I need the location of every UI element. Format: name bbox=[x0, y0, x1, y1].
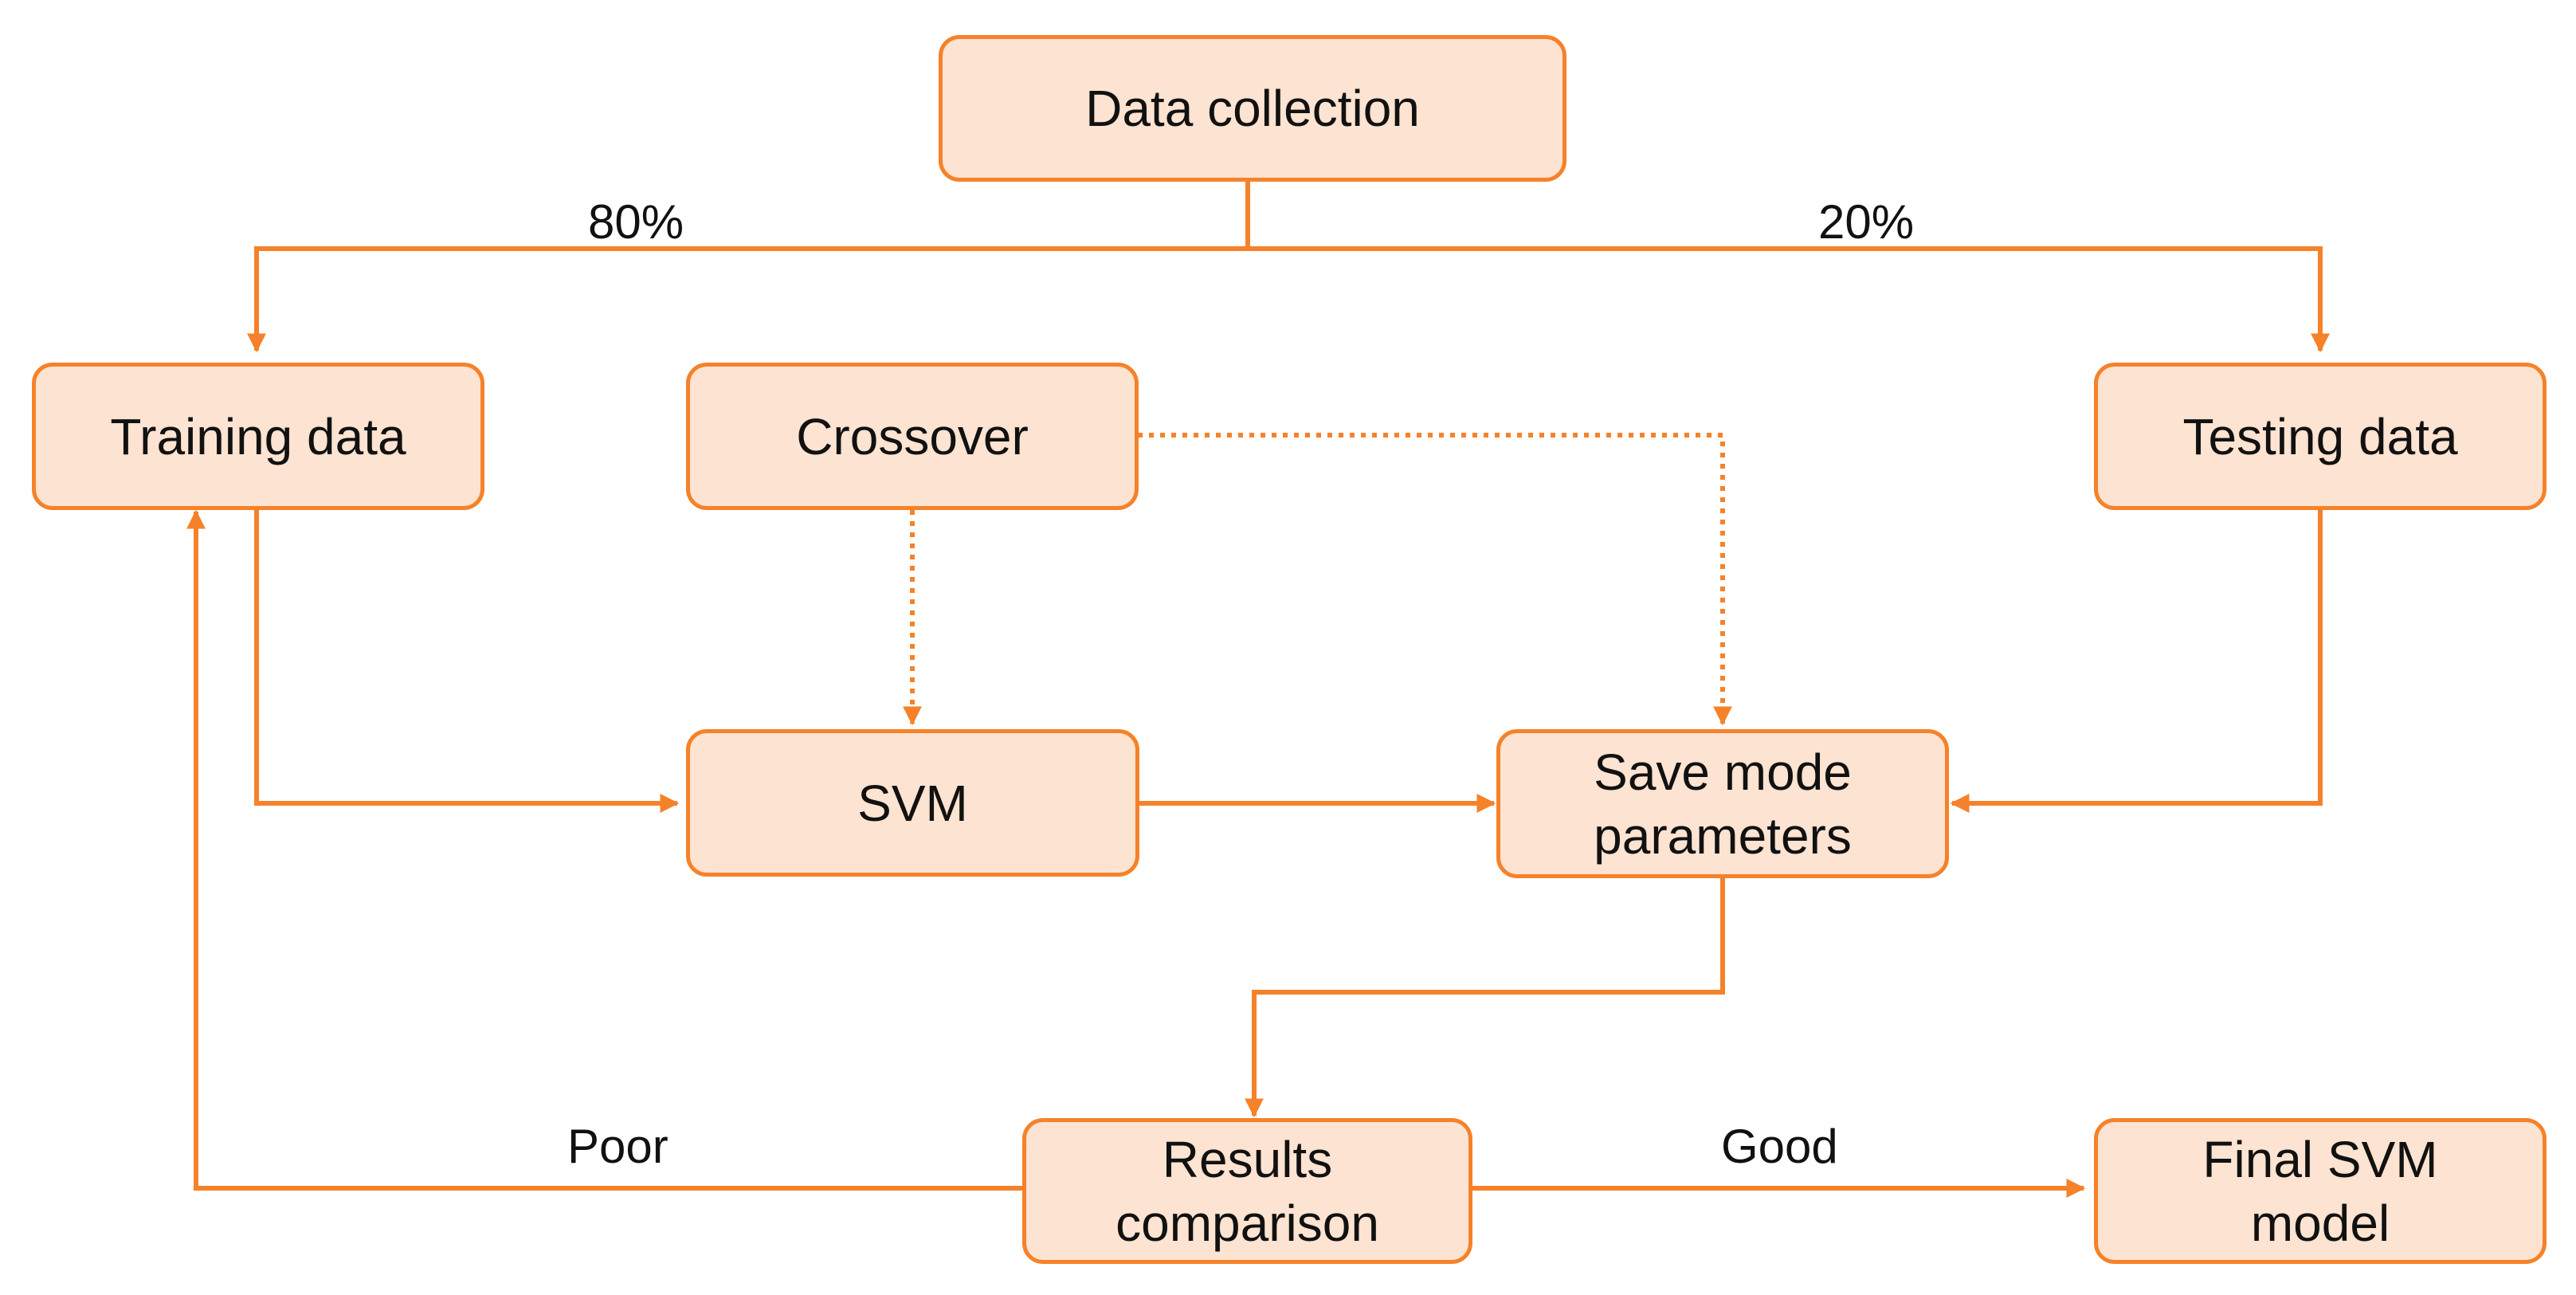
node-label: Final SVM model bbox=[2202, 1130, 2438, 1252]
arrow-collection-to-testing bbox=[1248, 246, 2330, 353]
node-label: Save mode parameters bbox=[1594, 743, 1852, 865]
edge-label-good: Good bbox=[1721, 1120, 1838, 1173]
node-data-collection: Data collection bbox=[939, 35, 1566, 182]
node-svm: SVM bbox=[686, 729, 1139, 877]
edge-label-20-percent: 20% bbox=[1818, 195, 1915, 249]
node-label: Crossover bbox=[796, 407, 1029, 465]
node-training-data: Training data bbox=[32, 363, 484, 510]
node-label: Training data bbox=[110, 407, 406, 465]
node-save-parameters: Save mode parameters bbox=[1496, 729, 1949, 878]
dotted-arrow-crossover-to-save bbox=[1138, 433, 1732, 726]
node-label: Results comparison bbox=[1115, 1130, 1379, 1252]
arrow-training-to-svm bbox=[254, 510, 680, 813]
arrow-save-to-results bbox=[1245, 878, 1725, 1118]
node-crossover: Crossover bbox=[686, 363, 1139, 510]
arrow-collection-to-training bbox=[247, 246, 1248, 353]
arrow-testing-to-save bbox=[1950, 510, 2323, 813]
node-final-svm-model: Final SVM model bbox=[2094, 1118, 2547, 1264]
node-results-comparison: Results comparison bbox=[1022, 1118, 1472, 1264]
node-testing-data: Testing data bbox=[2094, 363, 2547, 510]
arrow-results-to-training bbox=[186, 509, 1022, 1191]
edge-label-80-percent: 80% bbox=[588, 195, 684, 249]
node-label: Data collection bbox=[1085, 80, 1420, 137]
node-label: SVM bbox=[857, 774, 968, 832]
node-label: Testing data bbox=[2182, 407, 2458, 465]
edge-label-poor: Poor bbox=[567, 1120, 669, 1173]
